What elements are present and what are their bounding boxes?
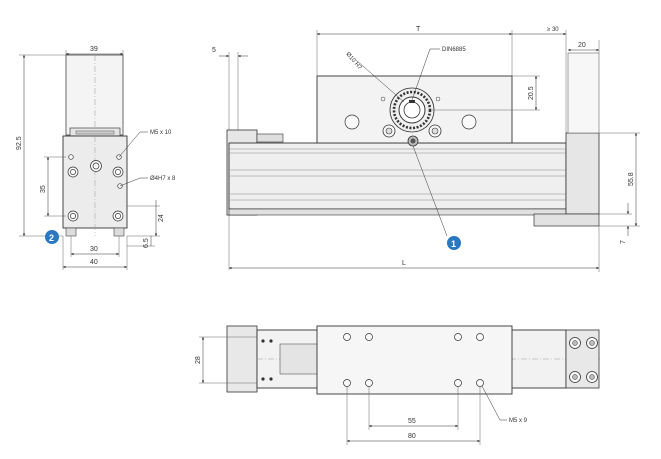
note-bearing: DIN6885 xyxy=(442,47,466,53)
dim-6-5: 6.5 xyxy=(143,238,150,248)
note-side-pin: Ø4H7 x 8 xyxy=(150,176,176,182)
dim-hole-spacing-v: 35 xyxy=(40,185,47,193)
dim-7: 7 xyxy=(620,240,627,244)
bearing xyxy=(389,87,435,133)
front-view: 5 xyxy=(212,26,640,272)
callout-badge-2: 2 xyxy=(45,230,59,244)
dim-80: 80 xyxy=(408,433,416,440)
dim-55: 55 xyxy=(408,418,416,425)
dim-T: T xyxy=(416,26,421,33)
dim-height-overall: 92.5 xyxy=(16,136,23,150)
right-top-plate xyxy=(567,52,600,134)
dim-width-top: 39 xyxy=(90,46,98,53)
dim-55-8: 55.8 xyxy=(628,172,635,186)
right-end-cap xyxy=(565,132,600,215)
note-side-thread: M5 x 10 xyxy=(150,130,172,136)
dim-plus-30: ≥ 30 xyxy=(547,27,559,33)
dim-L: L xyxy=(402,260,406,267)
top-left-end-cap xyxy=(226,325,258,393)
side-view: 39 92.5 35 M5 x 10 Ø4H7 x 8 24 6.5 30 xyxy=(16,46,176,270)
dim-hole-spacing-h: 30 xyxy=(90,246,98,253)
svg-text:1: 1 xyxy=(451,239,456,249)
dim-20-5: 20.5 xyxy=(528,86,535,100)
note-top-thread: M5 x 9 xyxy=(509,418,528,424)
dim-width-bottom: 40 xyxy=(90,259,98,266)
note-bore: Ø10 H7 xyxy=(344,51,362,71)
dim-28: 28 xyxy=(195,356,202,364)
top-view: 28 55 80 M5 x 9 xyxy=(195,325,600,445)
callout-badge-1: 1 xyxy=(447,236,461,250)
dim-24: 24 xyxy=(158,214,165,222)
side-motor-block xyxy=(65,54,124,136)
top-holes xyxy=(343,333,484,387)
dim-5: 5 xyxy=(212,47,216,54)
dim-20: 20 xyxy=(578,42,586,49)
svg-text:2: 2 xyxy=(49,233,54,243)
